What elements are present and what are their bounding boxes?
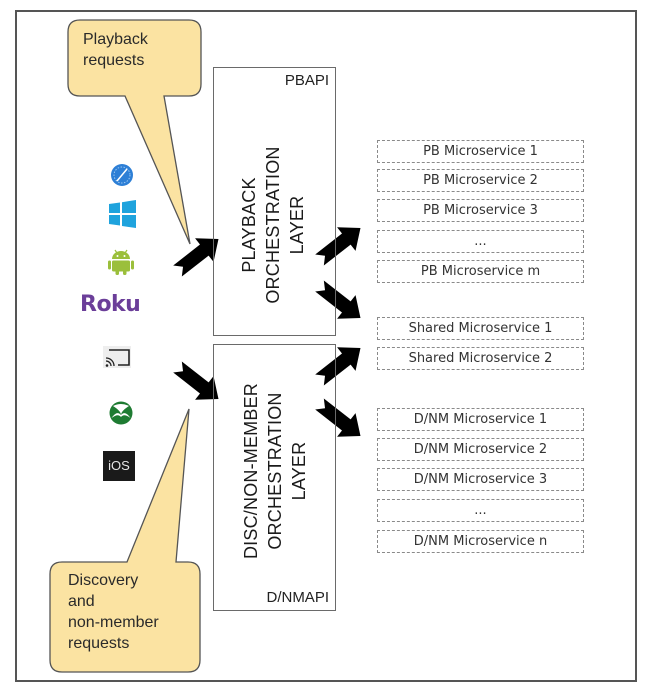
arrow-playback-to-pb-services <box>315 227 361 266</box>
layer-title-line: PLAYBACK <box>239 177 259 273</box>
discovery-callout: Discovery and non-member requests <box>68 570 159 654</box>
layer-title-line: DISC/NON-MEMBER <box>241 383 261 560</box>
arrow-discovery-to-dnm-services <box>315 398 361 437</box>
dnmapi-label: D/NMAPI <box>266 589 329 606</box>
layer-title-line: LAYER <box>289 441 309 501</box>
safari-icon <box>111 164 133 186</box>
playback-orchestration-layer: PBAPI PLAYBACK ORCHESTRATION LAYER <box>213 67 336 336</box>
roku-logo: Roku <box>80 292 141 317</box>
callout-line: Discovery <box>68 572 139 589</box>
callout-line: requests <box>68 635 130 652</box>
layer-title-line: LAYER <box>287 195 307 255</box>
discovery-layer-title: DISC/NON-MEMBER ORCHESTRATION LAYER <box>239 339 311 603</box>
arrow-discovery-to-shared-services <box>315 347 361 386</box>
dnm-microservice-ellipsis: ... <box>377 499 584 522</box>
dnm-microservice-box: D/NM Microservice n <box>377 530 584 553</box>
callout-line: non-member <box>68 614 159 631</box>
discovery-orchestration-layer: D/NMAPI DISC/NON-MEMBER ORCHESTRATION LA… <box>213 344 336 611</box>
xbox-icon <box>109 401 133 425</box>
diagram-frame <box>15 10 637 682</box>
arrow-devices-to-discovery <box>173 361 219 400</box>
dnm-microservice-box: D/NM Microservice 2 <box>377 438 584 461</box>
windows-icon <box>109 200 136 228</box>
layer-title-line: ORCHESTRATION <box>263 146 283 304</box>
callout-line: Playback <box>83 31 148 48</box>
discovery-callout-shape <box>49 408 201 673</box>
chromecast-icon <box>103 346 131 368</box>
ios-icon: iOS <box>103 451 135 481</box>
layer-title-line: ORCHESTRATION <box>265 392 285 550</box>
pb-microservice-ellipsis: ... <box>377 230 584 253</box>
callout-line: and <box>68 593 95 610</box>
arrow-devices-to-playback <box>173 238 219 277</box>
android-icon <box>108 249 134 275</box>
pb-microservice-box: PB Microservice 1 <box>377 140 584 163</box>
playback-callout: Playback requests <box>83 29 148 71</box>
pb-microservice-box: PB Microservice m <box>377 260 584 283</box>
shared-microservice-box: Shared Microservice 2 <box>377 347 584 370</box>
playback-callout-shape <box>67 19 202 245</box>
dnm-microservice-box: D/NM Microservice 1 <box>377 408 584 431</box>
pb-microservice-box: PB Microservice 3 <box>377 199 584 222</box>
shared-microservice-box: Shared Microservice 1 <box>377 317 584 340</box>
callout-line: requests <box>83 52 145 69</box>
arrow-playback-to-shared-services <box>315 280 361 319</box>
playback-layer-title: PLAYBACK ORCHESTRATION LAYER <box>237 93 309 357</box>
pbapi-label: PBAPI <box>284 72 329 89</box>
dnm-microservice-box: D/NM Microservice 3 <box>377 468 584 491</box>
pb-microservice-box: PB Microservice 2 <box>377 169 584 192</box>
